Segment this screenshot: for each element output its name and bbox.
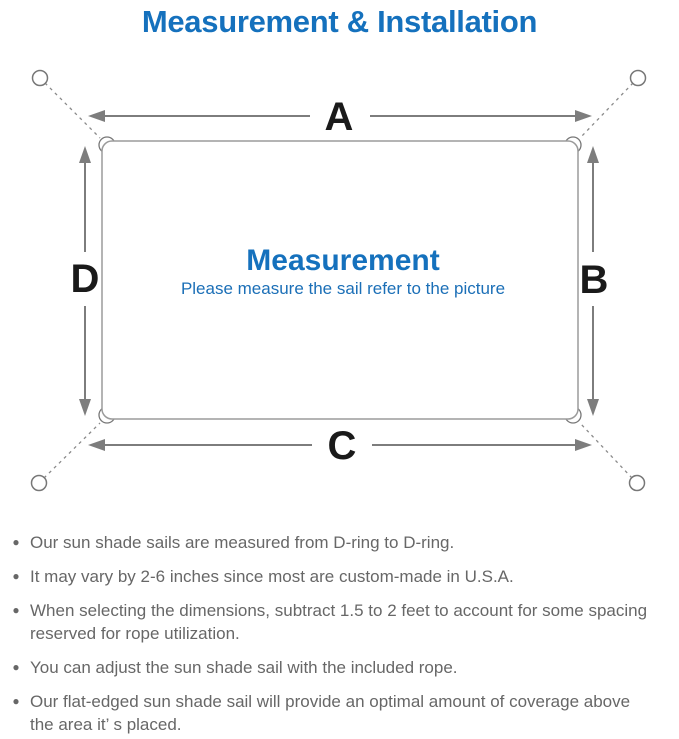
rope-line-top-left: [44, 82, 101, 139]
list-item: ● When selecting the dimensions, subtract…: [9, 599, 673, 645]
list-item: ● Our flat-edged sun shade sail will prov…: [9, 690, 673, 736]
note-line: Our sun shade sails are measured from D-…: [30, 533, 455, 552]
anchor-ring-top-right-icon: [629, 69, 647, 87]
sail-rectangle: [101, 140, 579, 420]
bullet-icon: ●: [12, 535, 20, 549]
bullet-icon: ●: [12, 660, 20, 674]
anchor-ring-bottom-left-icon: [30, 474, 48, 492]
dimension-label-d: D: [71, 257, 100, 301]
note-line: It may vary by 2-6 inches since most are…: [30, 567, 514, 586]
list-item: ● Our sun shade sails are measured from D…: [9, 531, 673, 554]
list-item: ● You can adjust the sun shade sail with …: [9, 656, 673, 679]
dimension-arrow-right: [587, 146, 599, 416]
note-line: Our flat-edged sun shade sail will provi…: [30, 692, 631, 711]
measurement-diagram: A B C D Measurement Please measure the s…: [30, 69, 647, 492]
anchor-ring-top-left-icon: [31, 69, 49, 87]
note-text: You can adjust the sun shade sail with t…: [30, 656, 673, 679]
note-text: It may vary by 2-6 inches since most are…: [30, 565, 673, 588]
dimension-label-a: A: [325, 95, 354, 139]
note-line: You can adjust the sun shade sail with t…: [30, 658, 458, 677]
rope-line-bottom-left: [43, 422, 101, 479]
dimension-arrow-left: [79, 146, 91, 416]
dimension-label-b: B: [580, 258, 609, 302]
dimension-arrow-bottom: [88, 439, 592, 451]
bullet-icon: ●: [12, 603, 20, 617]
note-text: Our flat-edged sun shade sail will provi…: [30, 690, 673, 736]
bullet-icon: ●: [12, 694, 20, 708]
diagram-subheading: Please measure the sail refer to the pic…: [181, 279, 505, 298]
notes-list: ● Our sun shade sails are measured from D…: [0, 531, 679, 739]
note-line: reserved for rope utilization.: [30, 624, 240, 643]
anchor-ring-bottom-right-icon: [628, 474, 646, 492]
diagram-heading: Measurement: [246, 244, 439, 277]
list-item: ● It may vary by 2-6 inches since most ar…: [9, 565, 673, 588]
note-text: When selecting the dimensions, subtract …: [30, 599, 673, 645]
rope-line-bottom-right: [579, 422, 633, 479]
rope-line-top-right: [579, 82, 634, 139]
bullet-icon: ●: [12, 569, 20, 583]
note-line: the area it’ s placed.: [30, 715, 182, 734]
dimension-label-c: C: [328, 424, 357, 468]
note-line: When selecting the dimensions, subtract …: [30, 601, 648, 620]
page-title: Measurement & Installation: [141, 4, 538, 39]
note-text: Our sun shade sails are measured from D-…: [30, 531, 673, 554]
dimension-arrow-top: [88, 110, 592, 122]
